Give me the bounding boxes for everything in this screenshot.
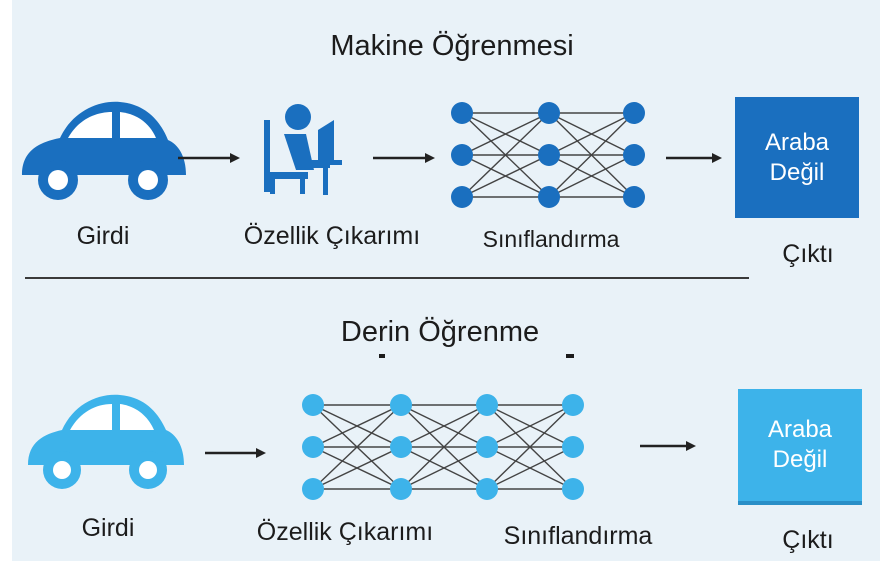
person-at-computer-icon: [264, 104, 342, 195]
dl-input-label: Girdi: [81, 514, 135, 542]
decorative-mark: [379, 354, 385, 358]
ml-classify-label: Sınıflandırma: [482, 226, 620, 252]
ml-output-label: Çıktı: [782, 240, 834, 268]
network-edge: [461, 112, 550, 198]
network-node: [302, 436, 324, 458]
dl-feature-label: Özellik Çıkarımı: [256, 518, 434, 546]
network-node: [538, 102, 560, 124]
network-node: [476, 394, 498, 416]
dl-title: Derin Öğrenme: [340, 316, 540, 348]
network-edge: [486, 446, 574, 490]
network-node: [538, 144, 560, 166]
network-edge: [400, 446, 488, 490]
network-node: [451, 102, 473, 124]
network-edge: [461, 112, 550, 156]
network-node: [623, 186, 645, 208]
section-divider: [25, 277, 749, 279]
network-edge: [461, 154, 550, 198]
dl-output-line-2: Değil: [772, 446, 828, 473]
network-node: [390, 478, 412, 500]
network-edge: [486, 404, 574, 448]
network-edge: [548, 112, 635, 198]
network-edge: [548, 112, 635, 156]
neural-network-icon: [302, 394, 584, 500]
network-edge: [312, 404, 402, 448]
network-edge: [548, 154, 635, 198]
frame-border-right: [880, 0, 890, 561]
network-node: [562, 478, 584, 500]
ml-output-line-2: Değil: [769, 158, 825, 186]
network-node: [302, 394, 324, 416]
network-node: [562, 394, 584, 416]
network-edge: [400, 404, 488, 448]
ml-output-box: Araba Değil: [735, 97, 859, 218]
neural-network-icon: [451, 102, 645, 208]
network-edge: [400, 404, 488, 490]
decorative-mark: [566, 354, 574, 358]
dl-output-line-1: Araba: [767, 416, 833, 443]
car-icon: [28, 394, 184, 489]
network-node: [476, 436, 498, 458]
network-node: [451, 144, 473, 166]
network-edge: [312, 446, 402, 490]
ml-feature-label: Özellik Çıkarımı: [243, 222, 421, 250]
network-node: [390, 394, 412, 416]
network-node: [623, 144, 645, 166]
network-edge: [312, 404, 402, 490]
network-node: [451, 186, 473, 208]
arrow-right-icon: [178, 153, 722, 458]
network-node: [538, 186, 560, 208]
dl-output-label: Çıktı: [782, 526, 834, 554]
network-node: [623, 102, 645, 124]
dl-output-box: Araba Değil: [738, 389, 862, 501]
network-node: [390, 436, 412, 458]
dl-classify-label: Sınıflandırma: [503, 522, 653, 550]
ml-output-line-1: Araba: [764, 128, 830, 156]
ml-title: Makine Öğrenmesi: [330, 30, 574, 62]
frame-border-left: [0, 0, 12, 561]
network-node: [302, 478, 324, 500]
network-node: [562, 436, 584, 458]
network-edge: [486, 404, 574, 490]
network-node: [476, 478, 498, 500]
car-icon: [22, 101, 186, 200]
ml-input-label: Girdi: [76, 222, 130, 250]
